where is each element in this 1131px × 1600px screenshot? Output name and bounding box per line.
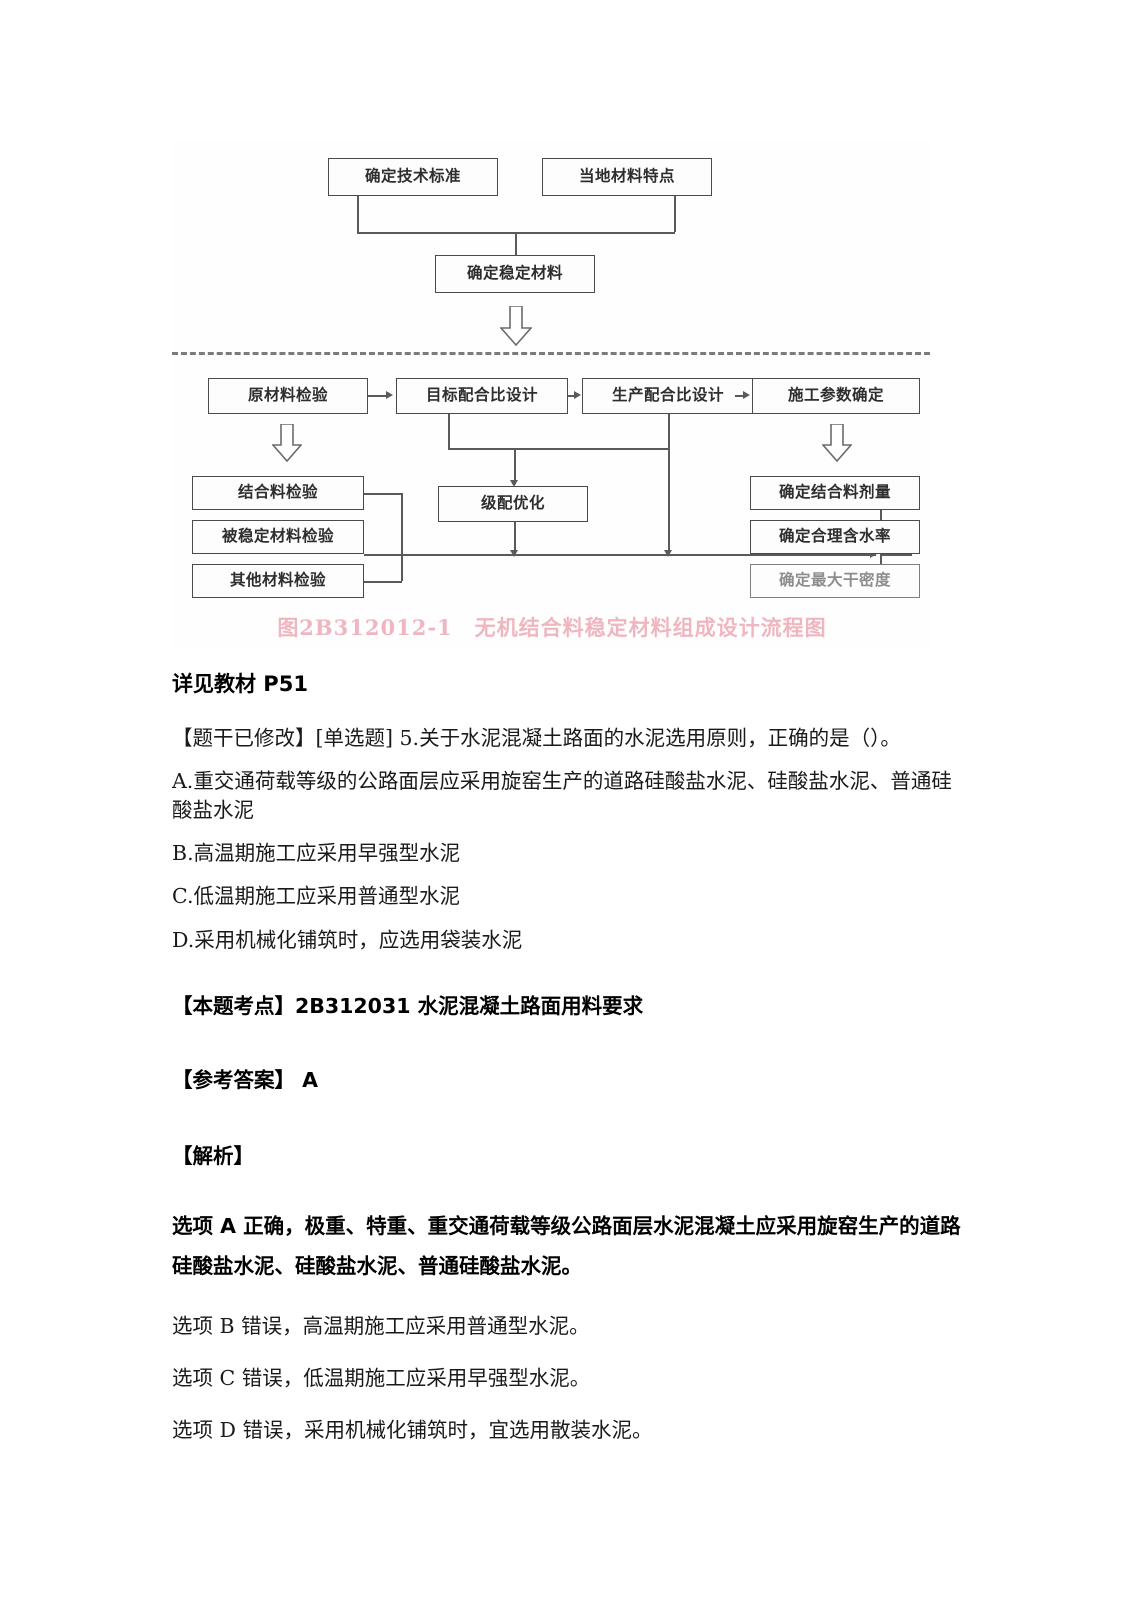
connector-local-down [674,196,676,232]
connector-binder-out [364,493,402,495]
connector-right-to-water [880,554,912,556]
flowchart-figure: 确定技术标准 当地材料特点 确定稳定材料 原材料检验 目标配合比设计 生产配合比… [172,140,932,650]
connector-left-merge [401,493,403,581]
node-max-dry-density: 确定最大干密度 [750,564,920,598]
flowchart-canvas: 确定技术标准 当地材料特点 确定稳定材料 原材料检验 目标配合比设计 生产配合比… [172,140,932,650]
option-c[interactable]: C.低温期施工应采用普通型水泥 [172,884,460,909]
connector-bus-to-stable [515,232,517,268]
figure-caption: 图2B312012-1 无机结合料稳定材料组成设计流程图 [277,615,827,640]
option-d[interactable]: D.采用机械化铺筑时，应选用袋装水泥 [172,927,523,952]
node-grading-optimize: 级配优化 [438,486,588,522]
connector-prod-to-constr-seg [735,395,745,397]
option-a[interactable]: A.重交通荷载等级的公路面层应采用旋窑生产的道路硅酸盐水泥、硅酸盐水泥、普通硅酸… [172,769,952,823]
arrow-target-to-prod [574,391,581,399]
key-point: 【本题考点】2B312031 水泥混凝土路面用料要求 [172,993,644,1018]
node-binder-dosage: 确定结合料剂量 [750,476,920,510]
textbook-reference: 详见教材 P51 [172,672,308,696]
analysis-main: 选项 A 正确，极重、特重、重交通荷载等级公路面层水泥混凝土应采用旋窑生产的道路… [172,1213,961,1278]
arrow-bus-to-right-cluster [870,550,877,558]
analysis-option-c: 选项 C 错误，低温期施工应采用早强型水泥。 [172,1365,591,1390]
section-divider-dashed [172,352,930,355]
arrow-to-grading [510,480,518,487]
option-b[interactable]: B.高温期施工应采用早强型水泥 [172,841,461,866]
analysis-option-d: 选项 D 错误，采用机械化铺筑时，宜选用散装水泥。 [172,1417,653,1442]
connector-raw-to-target [368,395,388,397]
connector-prod-down [668,414,670,448]
node-tech-standard: 确定技术标准 [328,158,498,196]
analysis-heading: 【解析】 [172,1143,254,1168]
reference-answer: 【参考答案】 A [172,1067,319,1092]
arrow-prod-to-constr [743,391,750,399]
hollow-arrow-down-right [822,424,852,462]
node-target-mix: 目标配合比设计 [396,378,568,414]
node-construction-param: 施工参数确定 [752,378,920,414]
node-local-material: 当地材料特点 [542,158,712,196]
connector-target-to-prod [568,395,576,397]
node-water-content: 确定合理含水率 [750,520,920,554]
content-body: 详见教材 P51 【题干已修改】[单选题] 5.关于水泥混凝土路面的水泥选用原则… [172,668,962,1443]
arrow-prod-to-bus [664,550,672,557]
connector-prod-long-down [668,448,670,554]
connector-other-out [364,581,402,583]
node-stabilized-inspection: 被稳定材料检验 [192,520,364,554]
connector-grading-down [514,522,516,554]
connector-main-bus [364,554,876,556]
connector-tech-down [357,196,359,232]
analysis-option-b: 选项 B 错误，高温期施工应采用普通型水泥。 [172,1313,590,1338]
hollow-arrow-down-left [272,424,302,462]
connector-bus-to-grading [514,448,516,484]
connector-mid-bus [448,448,670,450]
node-stable-material: 确定稳定材料 [435,255,595,293]
connector-target-down [448,414,450,448]
node-other-inspection: 其他材料检验 [192,564,364,598]
node-binder-inspection: 结合料检验 [192,476,364,510]
question-stem: 【题干已修改】[单选题] 5.关于水泥混凝土路面的水泥选用原则，正确的是（）。 [172,726,901,750]
node-raw-inspection: 原材料检验 [208,378,368,414]
node-production-mix: 生产配合比设计 [582,378,754,414]
arrow-grading-to-bus [510,550,518,557]
hollow-arrow-down-main [500,306,532,346]
arrow-raw-to-target [386,391,393,399]
